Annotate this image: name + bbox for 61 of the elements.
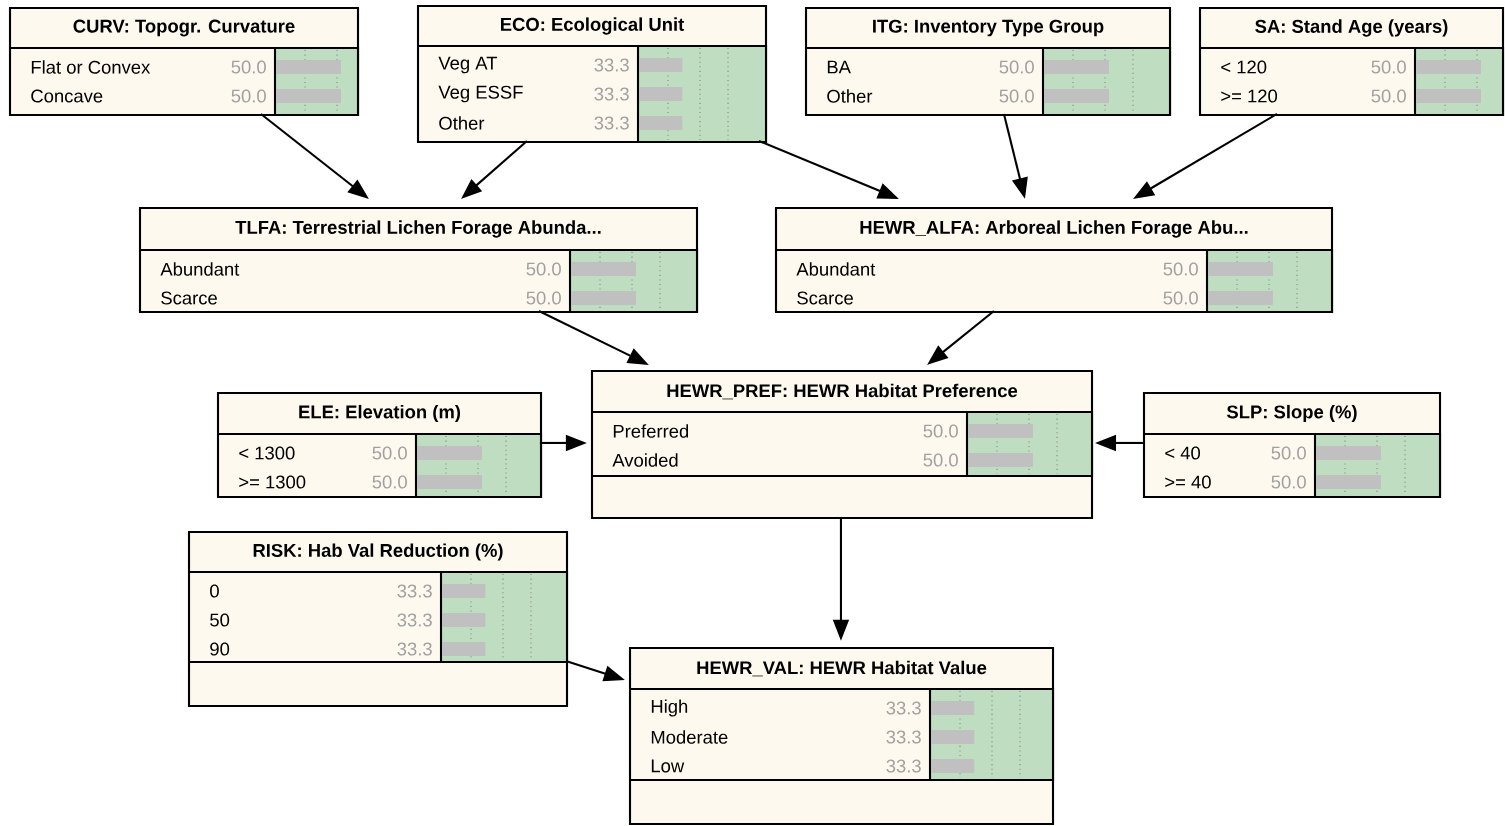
node-title: CURV: Topogr. Curvature: [73, 19, 295, 37]
state-label: Abundant: [160, 262, 240, 276]
probability-value: 50.0: [526, 262, 561, 276]
state-label: Other: [827, 89, 873, 103]
state-label: 0: [210, 584, 219, 598]
node-title: HEWR_ALFA: Arboreal Lichen Forage Abu...: [860, 220, 1248, 238]
probability-value: 50.0: [999, 89, 1034, 103]
state-label: >= 120: [1221, 89, 1278, 103]
probability-value: 50.0: [231, 89, 266, 103]
node-title: SLP: Slope (%): [1226, 404, 1357, 423]
state-label: Moderate: [651, 730, 728, 744]
node-title: ECO: Ecological Unit: [501, 17, 685, 35]
node-title: RISK: Hab Val Reduction (%): [253, 543, 503, 561]
probability-value: 50.0: [999, 60, 1034, 74]
state-label: 50: [210, 613, 230, 627]
probability-value: 50.0: [1163, 291, 1198, 305]
probability-value: 33.3: [397, 642, 432, 656]
state-label: Concave: [31, 89, 103, 103]
probability-value: 50.0: [923, 453, 958, 467]
state-label: BA: [827, 60, 851, 74]
state-label: Flat or Convex: [31, 60, 151, 74]
probability-value: 33.3: [594, 87, 629, 101]
probability-value: 33.3: [886, 759, 921, 773]
probability-value: 50.0: [923, 424, 958, 438]
state-label: Other: [439, 116, 485, 130]
probability-value: 50.0: [1271, 475, 1306, 489]
node-title: ITG: Inventory Type Group: [873, 19, 1104, 37]
state-label: < 40: [1165, 446, 1201, 460]
state-label: Abundant: [796, 262, 876, 276]
state-label: Veg AT: [438, 56, 498, 74]
node-title: SA: Stand Age (years): [1255, 19, 1448, 37]
node-title: HEWR_VAL: HEWR Habitat Value: [697, 660, 987, 677]
probability-value: 50.0: [526, 291, 561, 305]
state-label: < 1300: [239, 446, 295, 460]
probability-value: 33.3: [886, 701, 921, 715]
node-title: TLFA: Terrestrial Lichen Forage Abunda...: [235, 220, 601, 238]
state-label: < 120: [1221, 60, 1267, 74]
probability-value: 50.0: [231, 60, 266, 74]
probability-value: 50.0: [1163, 262, 1198, 276]
state-label: >= 40: [1165, 475, 1211, 489]
state-label: 90: [210, 642, 230, 656]
probability-value: 33.3: [886, 730, 921, 744]
probability-value: 50.0: [1371, 89, 1406, 103]
state-label: Preferred: [613, 424, 689, 438]
probability-value: 33.3: [594, 58, 629, 72]
state-label: Scarce: [797, 291, 853, 305]
probability-value: 50.0: [1271, 446, 1306, 460]
state-label: Avoided: [612, 453, 678, 467]
probability-value: 33.3: [594, 116, 629, 130]
state-label: Scarce: [161, 291, 217, 305]
probability-value: 50.0: [372, 446, 407, 460]
state-label: >= 1300: [239, 475, 306, 489]
probability-value: 50.0: [1371, 60, 1406, 74]
probability-value: 50.0: [372, 475, 407, 489]
node-title: HEWR_PREF: HEWR Habitat Preference: [667, 383, 1018, 400]
probability-value: 33.3: [397, 584, 432, 598]
state-label: Veg ESSF: [438, 85, 523, 103]
node-title: ELE: Elevation (m): [299, 404, 461, 423]
probability-value: 33.3: [397, 613, 432, 627]
state-label: High: [651, 699, 688, 717]
state-label: Low: [651, 759, 685, 773]
